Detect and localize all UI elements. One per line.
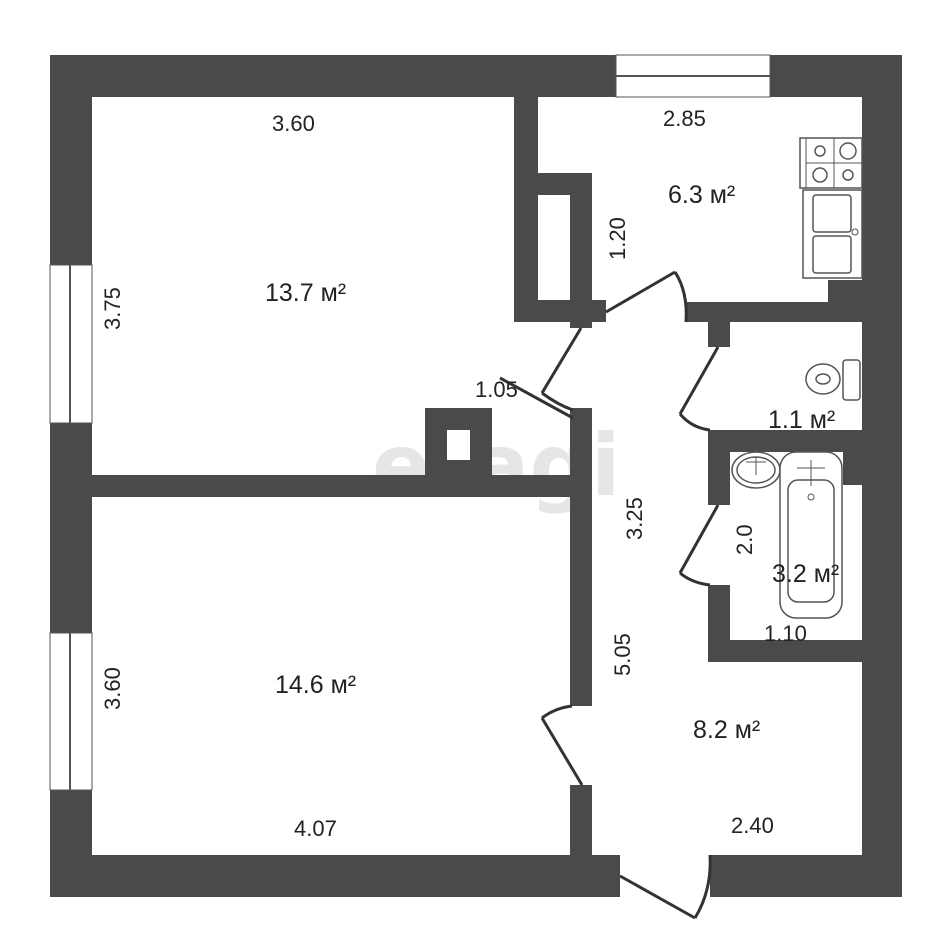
- room-1-area: 13.7 м²: [265, 279, 346, 307]
- labels: 3.60 13.7 м² 3.75 2.85 6.3 м² 1.20 1.05 …: [100, 106, 839, 841]
- corridor-length: 3.25: [622, 497, 647, 540]
- room-1-width: 3.60: [272, 111, 315, 136]
- doors: [499, 270, 720, 920]
- bathroom-length: 2.0: [732, 524, 757, 555]
- hallway-area: 8.2 м²: [693, 716, 760, 744]
- hallway-length: 5.05: [610, 633, 635, 676]
- door-passage-width: 1.05: [475, 377, 518, 402]
- stove-icon: [799, 137, 863, 189]
- kitchen-sink-icon: [802, 189, 863, 279]
- kitchen-depth: 1.20: [605, 217, 630, 260]
- windows: [49, 54, 771, 791]
- room-2-length: 3.60: [100, 667, 125, 710]
- toilet-icon: [805, 359, 861, 401]
- hallway-width: 2.40: [731, 813, 774, 838]
- bathtub-icon: [779, 451, 843, 619]
- room-2-width: 4.07: [294, 816, 337, 841]
- kitchen-width: 2.85: [663, 106, 706, 131]
- room-1-length: 3.75: [100, 287, 125, 330]
- toilet-area: 1.1 м²: [768, 406, 835, 434]
- bathroom-area: 3.2 м²: [772, 560, 839, 588]
- bathroom-width: 1.10: [764, 621, 807, 646]
- washbasin-icon: [731, 451, 781, 489]
- kitchen-area: 6.3 м²: [668, 181, 735, 209]
- room-2-area: 14.6 м²: [275, 671, 356, 699]
